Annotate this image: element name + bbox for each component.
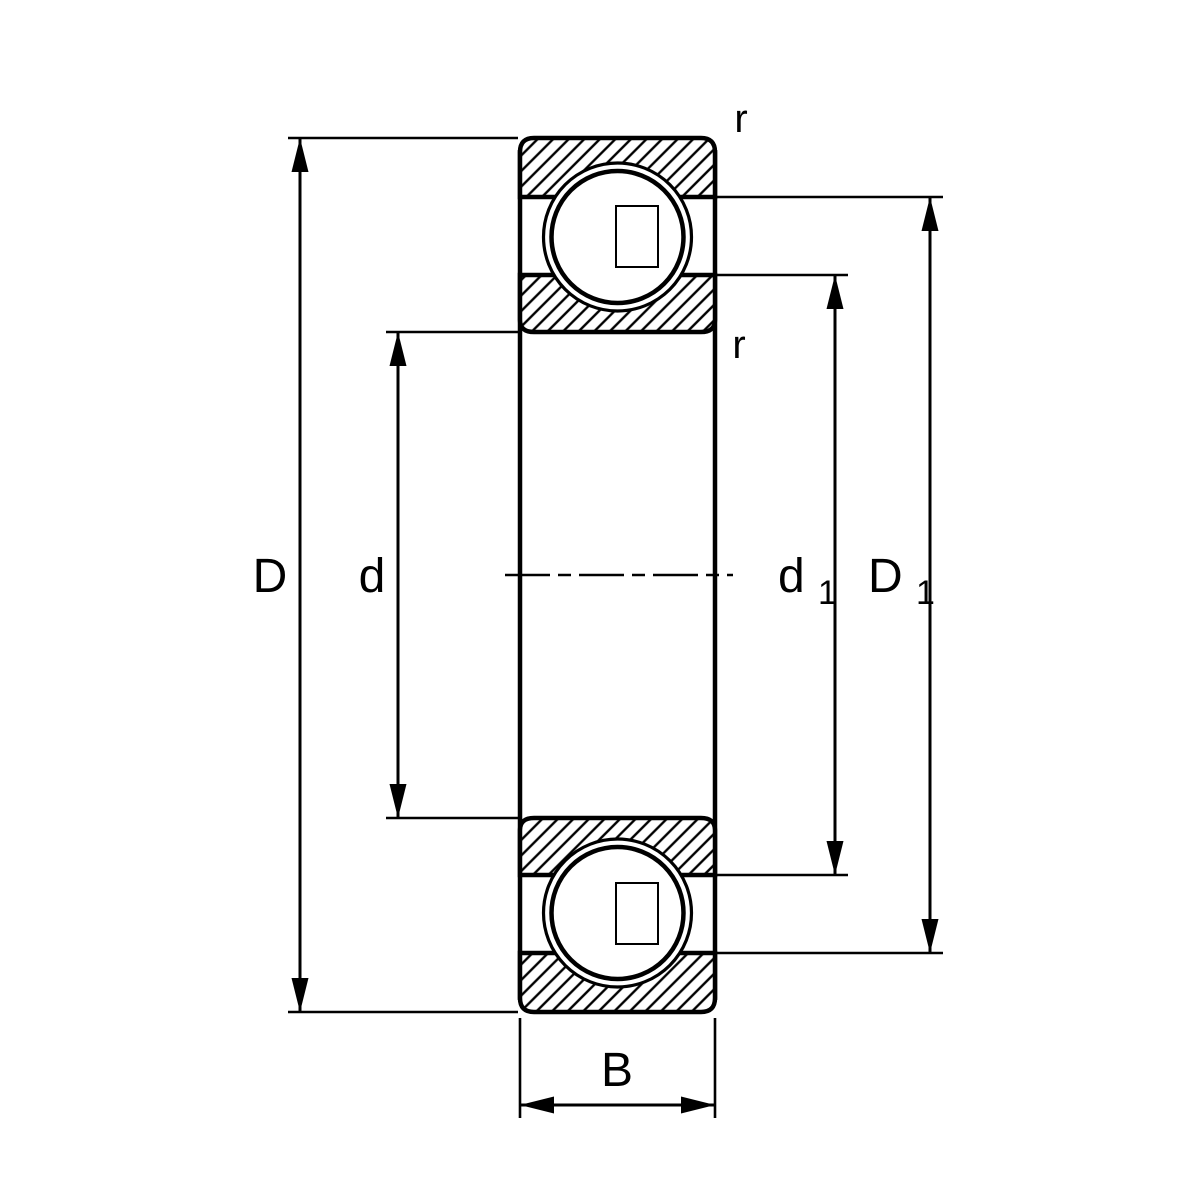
arrow-d-down bbox=[389, 784, 407, 818]
label-d1-base: d bbox=[778, 550, 805, 603]
label-D1-base: D bbox=[868, 550, 903, 603]
arrowheads bbox=[291, 138, 939, 1114]
ball-bottom-section-mark bbox=[615, 882, 659, 945]
ball-section-marks bbox=[615, 205, 659, 945]
label-outer-shoulder-diameter-D1: D 1 bbox=[868, 550, 935, 612]
label-radius-inner-r: r bbox=[732, 323, 745, 367]
dimension-lines bbox=[298, 138, 932, 1107]
ball-bottom bbox=[549, 844, 686, 982]
arrow-D-up bbox=[291, 138, 309, 172]
arrow-d1-down bbox=[826, 841, 844, 875]
arrow-B-right bbox=[681, 1096, 715, 1114]
label-width-B: B bbox=[601, 1044, 633, 1097]
balls bbox=[549, 168, 686, 982]
arrow-D-down bbox=[291, 978, 309, 1012]
ball-top bbox=[549, 168, 686, 306]
label-D1-subscript: 1 bbox=[916, 574, 935, 612]
label-radius-top-r: r bbox=[734, 97, 747, 141]
arrow-d-up bbox=[389, 332, 407, 366]
label-outer-diameter-D: D bbox=[253, 550, 288, 603]
ball-top-section-mark bbox=[615, 205, 659, 268]
label-bore-diameter-d: d bbox=[359, 550, 386, 603]
arrow-B-left bbox=[520, 1096, 554, 1114]
arrow-D1-down bbox=[921, 919, 939, 953]
label-d1-subscript: 1 bbox=[818, 574, 837, 612]
extension-lines bbox=[288, 136, 943, 1118]
arrow-D1-up bbox=[921, 197, 939, 231]
label-inner-shoulder-diameter-d1: d 1 bbox=[778, 550, 837, 612]
arrow-d1-up bbox=[826, 275, 844, 309]
